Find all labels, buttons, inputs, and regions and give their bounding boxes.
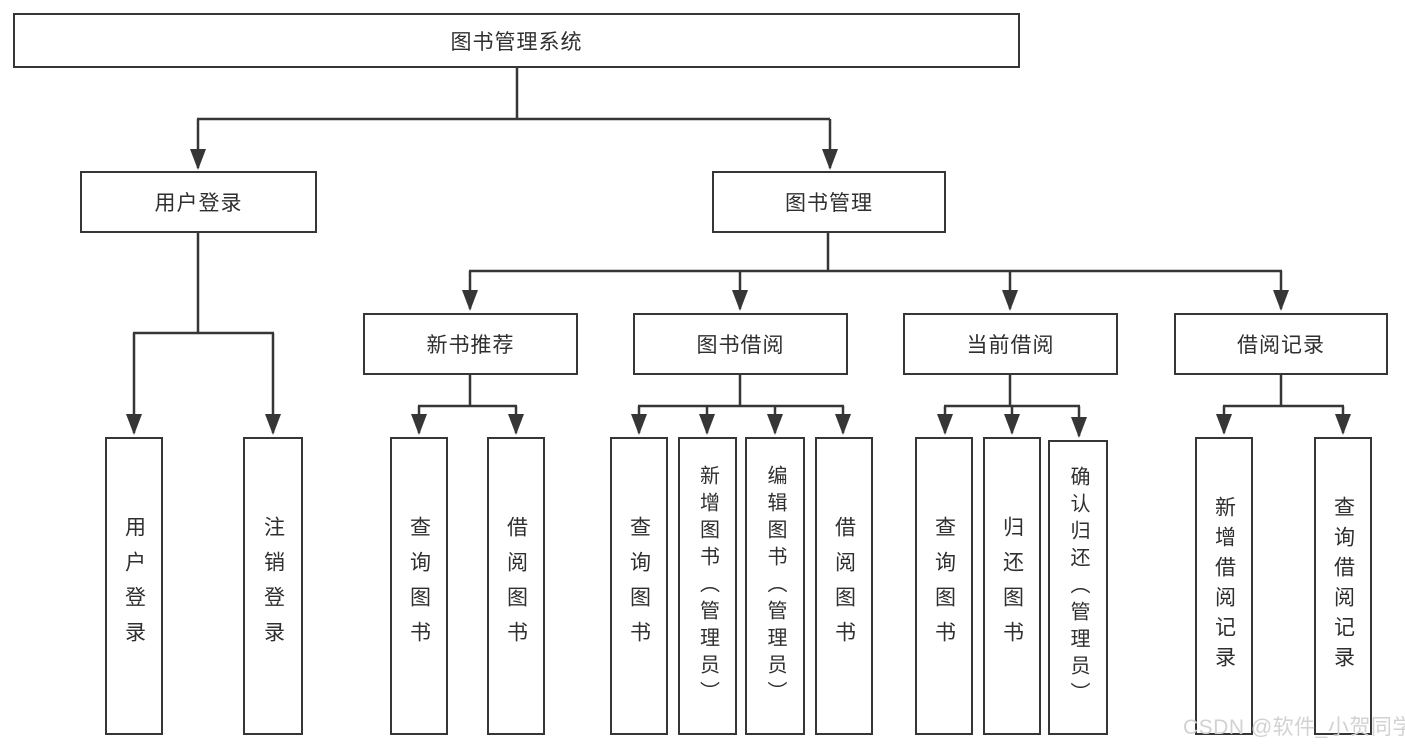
leaf-query-books-recommend: 查询图书 xyxy=(390,437,448,735)
node-book-borrowing: 图书借阅 xyxy=(633,313,848,375)
node-root: 图书管理系统 xyxy=(13,13,1020,68)
node-new-book-recommend-label: 新书推荐 xyxy=(426,334,515,357)
leaf-borrow-books-recommend: 借阅图书 xyxy=(487,437,545,735)
node-book-management: 图书管理 xyxy=(712,171,946,233)
leaf-confirm-return-admin: 确认归还（管理员） xyxy=(1048,440,1108,735)
leaf-query-books-borrowing: 查询图书 xyxy=(610,437,668,735)
node-root-label: 图书管理系统 xyxy=(450,30,583,54)
connector xyxy=(944,375,1080,408)
node-book-borrowing-label: 图书借阅 xyxy=(696,334,785,357)
node-current-borrowing: 当前借阅 xyxy=(903,313,1118,375)
leaf-user-login-label: 用户登录 xyxy=(122,516,146,656)
leaf-add-books-admin: 新增图书（管理员） xyxy=(678,437,737,735)
leaf-query-books-borrowing-label: 查询图书 xyxy=(627,516,651,656)
leaf-query-books-current-label: 查询图书 xyxy=(932,516,956,656)
leaf-edit-books-admin-label: 编辑图书（管理员） xyxy=(764,464,786,708)
leaf-logout: 注销登录 xyxy=(243,437,303,735)
leaf-query-borrow-record-label: 查询借阅记录 xyxy=(1331,496,1355,676)
node-borrowing-records-label: 借阅记录 xyxy=(1237,334,1325,357)
leaf-add-books-admin-label: 新增图书（管理员） xyxy=(696,464,719,708)
connector xyxy=(197,68,830,121)
leaf-return-books-label: 归还图书 xyxy=(1000,516,1024,656)
leaf-user-login: 用户登录 xyxy=(105,437,163,735)
watermark: CSDN @软件_小贺同学 xyxy=(1183,716,1405,739)
connector xyxy=(133,233,274,335)
leaf-add-borrow-record: 新增借阅记录 xyxy=(1195,437,1253,735)
node-user-login-branch-label: 用户登录 xyxy=(154,192,243,215)
leaf-logout-label: 注销登录 xyxy=(261,516,285,656)
connector xyxy=(638,375,844,408)
leaf-borrow-books-recommend-label: 借阅图书 xyxy=(504,516,528,656)
node-current-borrowing-label: 当前借阅 xyxy=(966,334,1055,357)
connector xyxy=(1223,375,1344,408)
node-new-book-recommend: 新书推荐 xyxy=(363,313,578,375)
leaf-borrow-books-borrowing-label: 借阅图书 xyxy=(832,516,856,656)
leaf-add-borrow-record-label: 新增借阅记录 xyxy=(1212,496,1236,676)
leaf-query-books-recommend-label: 查询图书 xyxy=(407,516,431,656)
leaf-return-books: 归还图书 xyxy=(983,437,1041,735)
connector xyxy=(469,233,1282,273)
leaf-borrow-books-borrowing: 借阅图书 xyxy=(815,437,873,735)
connector xyxy=(418,375,517,408)
leaf-query-books-current: 查询图书 xyxy=(915,437,973,735)
leaf-query-borrow-record: 查询借阅记录 xyxy=(1314,437,1372,735)
node-book-management-label: 图书管理 xyxy=(785,192,873,215)
node-user-login-branch: 用户登录 xyxy=(80,171,317,233)
node-borrowing-records: 借阅记录 xyxy=(1174,313,1388,375)
leaf-confirm-return-admin-label: 确认归还（管理员） xyxy=(1067,466,1089,709)
leaf-edit-books-admin: 编辑图书（管理员） xyxy=(745,437,805,735)
